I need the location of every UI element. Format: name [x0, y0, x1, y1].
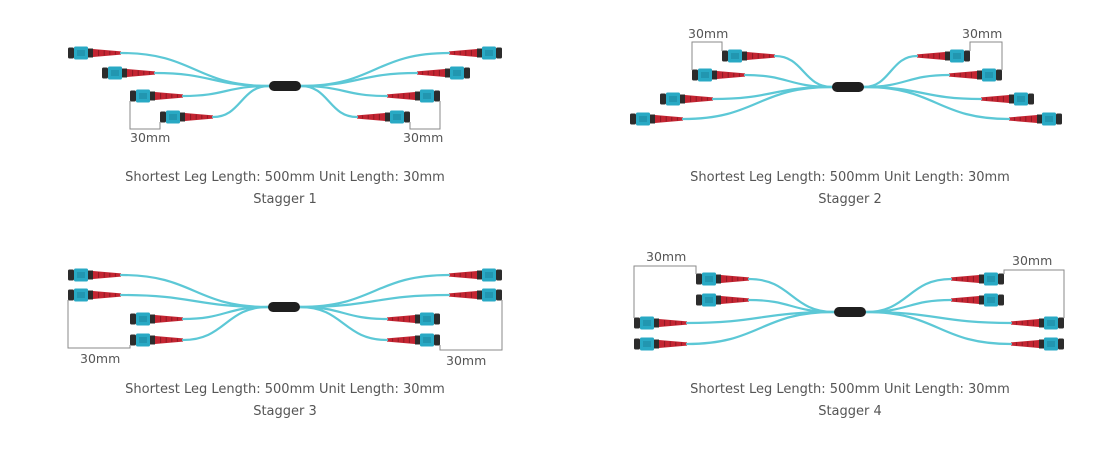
stagger-2-left-connector-1 [722, 49, 775, 63]
stagger-2-right-fiber-4 [862, 85, 1011, 121]
furcation-boot [832, 82, 864, 92]
stagger-1-right-fiber-3 [299, 84, 389, 98]
stagger-1-left-dimension: 30mm [130, 130, 170, 145]
stagger-3-right-fiber-1 [298, 273, 451, 309]
stagger-3-left-connector-4 [130, 333, 183, 347]
stagger-2-cable [630, 41, 1062, 126]
stagger-2-left-fiber-4 [681, 85, 834, 121]
stagger-3-title: Stagger 3 [253, 404, 317, 419]
stagger-1-title: Stagger 1 [253, 192, 317, 207]
stagger-2-left-fiber-1 [773, 54, 834, 89]
stagger-3-dimension-line-1 [67, 300, 131, 349]
cable-drawings [67, 41, 1065, 351]
stagger-4-left-connector-3 [634, 316, 687, 330]
stagger-2-left-connector-2 [692, 68, 745, 82]
stagger-4-left-dimension: 30mm [646, 249, 686, 264]
stagger-4-caption: Shortest Leg Length: 500mm Unit Length: … [690, 382, 1010, 397]
stagger-4-dimension-line-1 [633, 265, 697, 318]
stagger-2-caption: Shortest Leg Length: 500mm Unit Length: … [690, 170, 1010, 185]
stagger-1-left-fiber-1 [119, 51, 271, 88]
stagger-1-caption: Shortest Leg Length: 500mm Unit Length: … [125, 170, 445, 185]
stagger-1-left-connector-2 [102, 66, 155, 80]
stagger-2-right-connector-2 [949, 68, 1002, 82]
stagger-3-left-connector-3 [130, 312, 183, 326]
stagger-1-cable [68, 46, 502, 130]
furcation-boot [834, 307, 866, 317]
stagger-3-cable [67, 268, 503, 351]
stagger-1-right-connector-3 [387, 89, 440, 103]
stagger-2-right-connector-3 [981, 92, 1034, 106]
stagger-1-right-fiber-4 [299, 84, 359, 119]
stagger-2-dimension-line-2 [969, 41, 1003, 70]
stagger-4-right-dimension: 30mm [1012, 253, 1052, 268]
stagger-4-left-connector-4 [634, 337, 687, 351]
stagger-3-right-connector-1 [449, 268, 502, 282]
stagger-3-right-connector-4 [387, 333, 440, 347]
stagger-1-left-fiber-4 [211, 84, 271, 119]
stagger-1-labels: 30mm 30mm Shortest Leg Length: 500mm Uni… [125, 130, 445, 207]
stagger-4-left-fiber-4 [685, 310, 836, 346]
stagger-1-right-connector-4 [357, 110, 410, 124]
stagger-3-left-fiber-4 [181, 305, 270, 342]
stagger-3-right-connector-2 [449, 288, 502, 302]
stagger-3-right-fiber-2 [298, 293, 451, 309]
stagger-3-left-connector-2 [68, 288, 121, 302]
stagger-4-labels: 30mm 30mm Shortest Leg Length: 500mm Uni… [646, 249, 1052, 419]
stagger-4-left-connector-1 [696, 272, 749, 286]
stagger-4-title: Stagger 4 [818, 404, 882, 419]
stagger-4-right-connector-1 [951, 272, 1004, 286]
stagger-1-dimension-line-1 [129, 101, 161, 130]
stagger-1-right-fiber-1 [299, 51, 451, 88]
stagger-1-dimension-line-2 [409, 101, 441, 130]
stagger-1-left-connector-4 [160, 110, 213, 124]
stagger-2-left-connector-3 [660, 92, 713, 106]
stagger-2-right-fiber-1 [862, 54, 919, 89]
stagger-2-right-connector-1 [917, 49, 970, 63]
stagger-1-left-fiber-2 [153, 71, 271, 88]
stagger-3-caption: Shortest Leg Length: 500mm Unit Length: … [125, 382, 445, 397]
stagger-1-right-connector-1 [449, 46, 502, 60]
stagger-1-left-connector-1 [68, 46, 121, 60]
stagger-2-labels: 30mm 30mm Shortest Leg Length: 500mm Uni… [688, 26, 1010, 207]
stagger-4-right-connector-2 [951, 293, 1004, 307]
stagger-3-right-connector-3 [387, 312, 440, 326]
stagger-2-left-connector-4 [630, 112, 683, 126]
stagger-1-left-connector-3 [130, 89, 183, 103]
stagger-2-right-dimension: 30mm [962, 26, 1002, 41]
stagger-2-left-dimension: 30mm [688, 26, 728, 41]
stagger-3-left-connector-1 [68, 268, 121, 282]
stagger-2-dimension-line-1 [691, 41, 723, 70]
furcation-boot [268, 302, 300, 312]
stagger-3-left-fiber-1 [119, 273, 270, 309]
stagger-4-right-connector-3 [1011, 316, 1064, 330]
stagger-3-right-fiber-4 [298, 305, 389, 342]
stagger-2-right-connector-4 [1009, 112, 1062, 126]
stagger-3-dimension-line-2 [439, 300, 503, 351]
stagger-4-left-connector-2 [696, 293, 749, 307]
stagger-2-title: Stagger 2 [818, 192, 882, 207]
stagger-1-left-fiber-3 [181, 84, 271, 98]
stagger-3-left-fiber-2 [119, 293, 270, 309]
stagger-1-right-connector-2 [417, 66, 470, 80]
stagger-4-cable [633, 265, 1065, 351]
stagger-4-right-fiber-4 [864, 310, 1013, 346]
stagger-3-labels: 30mm 30mm Shortest Leg Length: 500mm Uni… [80, 351, 486, 419]
stagger-1-right-dimension: 30mm [403, 130, 443, 145]
stagger-4-right-connector-4 [1011, 337, 1064, 351]
stagger-3-left-dimension: 30mm [80, 351, 120, 366]
stagger-1-right-fiber-2 [299, 71, 419, 88]
stagger-4-dimension-line-2 [1003, 269, 1065, 318]
stagger-3-right-dimension: 30mm [446, 353, 486, 368]
furcation-boot [269, 81, 301, 91]
